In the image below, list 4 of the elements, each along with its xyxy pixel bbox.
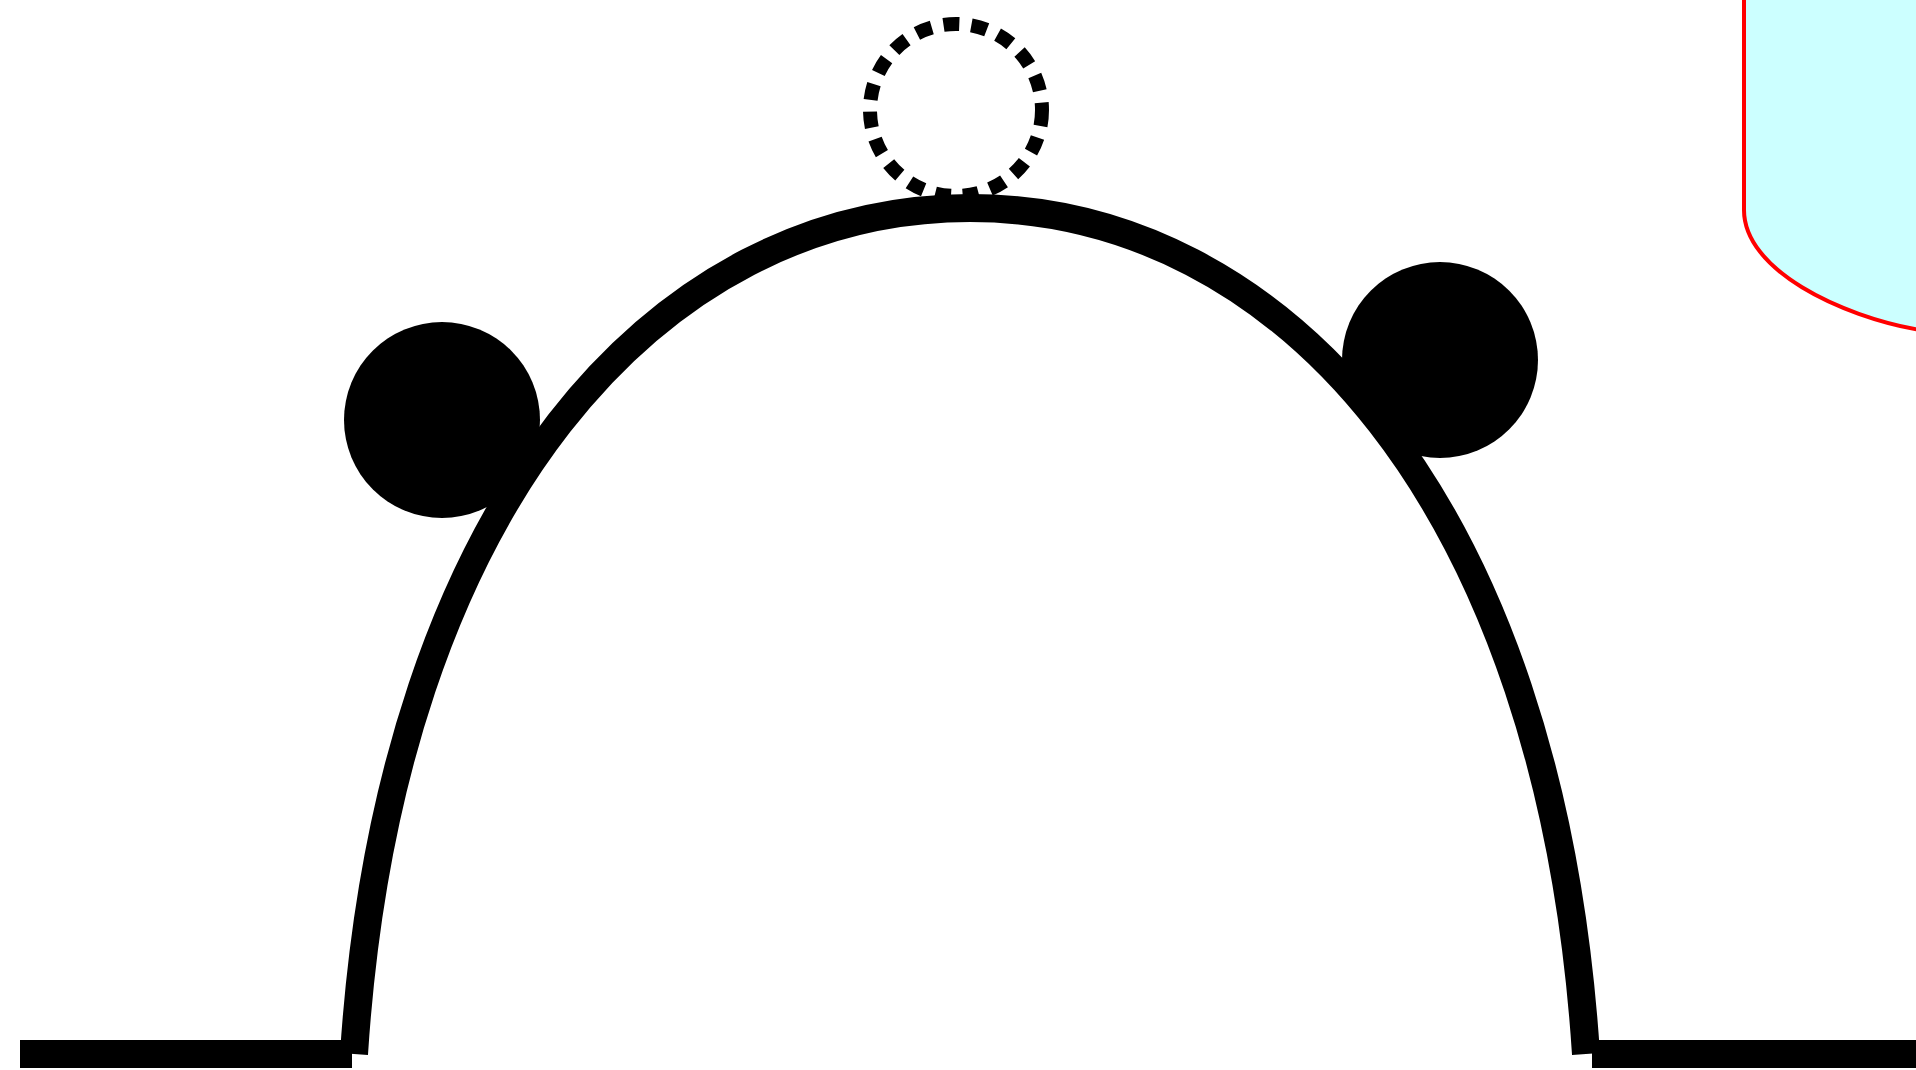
callout-shape [1742,0,1916,332]
ball [1342,262,1538,458]
ball [344,322,540,518]
ball-outline [863,17,1049,203]
